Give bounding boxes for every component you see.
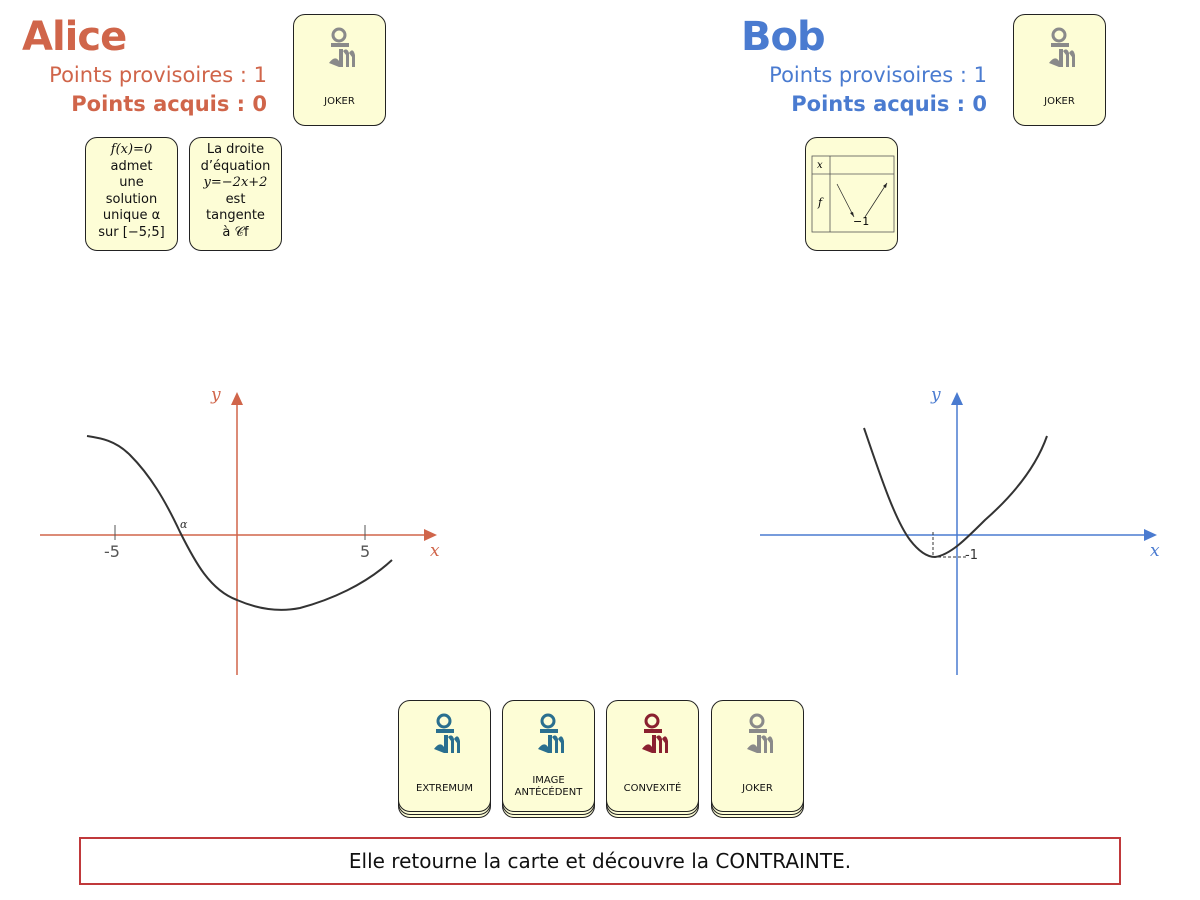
card-line: sur [−5;5]: [98, 224, 165, 240]
min-label: -1: [965, 548, 978, 563]
logo-icon: [747, 713, 773, 753]
bob-acquired-points: Points acquis : 0: [791, 92, 987, 116]
card-line: une: [119, 175, 144, 190]
bob-y-label: y: [931, 385, 941, 405]
alice-joker-card[interactable]: JOKER: [293, 14, 386, 126]
card-label: IMAGE ANTÉCÉDENT: [514, 775, 583, 798]
alice-acquired-points: Points acquis : 0: [71, 92, 267, 116]
card-label: EXTREMUM: [416, 783, 473, 794]
tick-label: 5: [360, 542, 371, 561]
bob-joker-card[interactable]: JOKER: [1013, 14, 1106, 126]
bob-graph: [760, 392, 1157, 675]
y-axis-arrow: [231, 392, 243, 405]
card-line: tangente: [206, 208, 265, 223]
bob-name: Bob: [741, 14, 826, 60]
tick-label: -5: [104, 542, 120, 561]
logo-icon: [434, 713, 460, 753]
card-line: unique α: [102, 208, 161, 223]
table-f-label: f: [818, 196, 823, 209]
logo-icon: [1049, 27, 1075, 67]
bob-x-label: x: [1150, 541, 1160, 561]
card-line: à 𝒞f: [222, 224, 249, 240]
card-line: est: [225, 191, 246, 207]
card-label: JOKER: [742, 783, 773, 794]
logo-icon: [642, 713, 668, 753]
alice-constraint-card-1[interactable]: f(x)=0 admet une solution unique α sur […: [85, 137, 178, 251]
logo-icon: [538, 713, 564, 753]
card-label: JOKER: [324, 96, 355, 107]
y-axis-arrow: [951, 392, 963, 405]
alice-curve: [86, 435, 393, 611]
variation-table: [811, 155, 895, 233]
logo-icon: [329, 27, 355, 67]
bob-variation-table-card[interactable]: x f −1: [805, 137, 898, 251]
card-label: CONVEXITÉ: [623, 783, 682, 794]
message-box: Elle retourne la carte et découvre la CO…: [79, 837, 1121, 885]
bob-provisional-points: Points provisoires : 1: [769, 63, 987, 87]
hand-card[interactable]: CONVEXITÉ: [606, 700, 699, 812]
table-min-value: −1: [853, 215, 870, 228]
x-axis-arrow: [1144, 529, 1157, 541]
x-axis-arrow: [424, 529, 437, 541]
alice-graph: [40, 392, 437, 675]
card-line: d’équation: [200, 158, 271, 174]
alice-constraint-card-2[interactable]: La droite d’équation y=−2x+2 est tangent…: [189, 137, 282, 251]
hand-card[interactable]: EXTREMUM: [398, 700, 491, 812]
bob-curve: [863, 427, 1048, 559]
card-line: solution: [105, 191, 158, 207]
alice-provisional-points: Points provisoires : 1: [49, 63, 267, 87]
graphs: [40, 392, 1157, 675]
hand-card[interactable]: JOKER: [711, 700, 804, 812]
card-line: La droite: [206, 142, 265, 157]
card-line: f(x)=0: [110, 142, 153, 157]
card-line: y=−2x+2: [203, 175, 268, 190]
card-label: JOKER: [1044, 96, 1075, 107]
alice-name: Alice: [22, 14, 127, 60]
alice-x-label: x: [430, 541, 440, 561]
alice-y-label: y: [211, 385, 221, 405]
alpha-label: α: [180, 518, 188, 531]
table-x-label: x: [817, 160, 823, 171]
card-line: admet: [110, 158, 153, 174]
hand-card[interactable]: IMAGE ANTÉCÉDENT: [502, 700, 595, 812]
